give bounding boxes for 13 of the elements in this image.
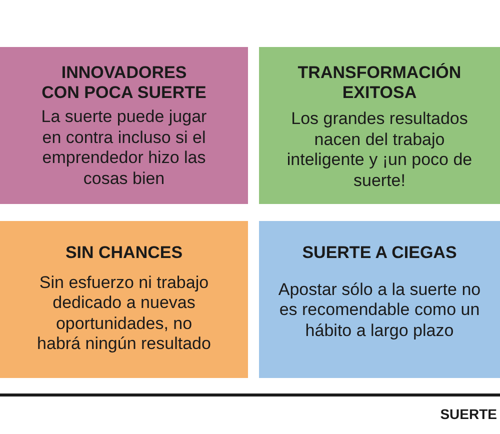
quadrant-description: La suerte puede jugar en contra incluso si el emprendedor hizo las cosas bien xyxy=(40,107,208,189)
quadrant-panel xyxy=(259,47,500,204)
quadrant-title: SIN CHANCES xyxy=(64,243,184,262)
quadrant-description: Sin esfuerzo ni trabajo dedicado a nuevas oportunidades, no habrá ningún resultado xyxy=(36,272,212,354)
quadrant-title: TRANSFORMACIÓN EXITOSA xyxy=(296,63,462,102)
quadrant-panel xyxy=(0,221,248,378)
quadrant-title: INNOVADORES CON POCA SUERTE xyxy=(40,63,208,102)
quadrant-description: Apostar sólo a la suerte no es recomendable como un hábito a largo plazo xyxy=(277,280,482,341)
quadrant-description: Los grandes resultados nacen del trabajo inteligente y ¡un poco de suerte! xyxy=(286,109,474,191)
quadrant-title: SUERTE A CIEGAS xyxy=(301,243,458,262)
quadrant-panel xyxy=(259,221,500,378)
axis-label: SUERTE xyxy=(440,406,497,422)
quadrant-panel xyxy=(0,47,248,204)
